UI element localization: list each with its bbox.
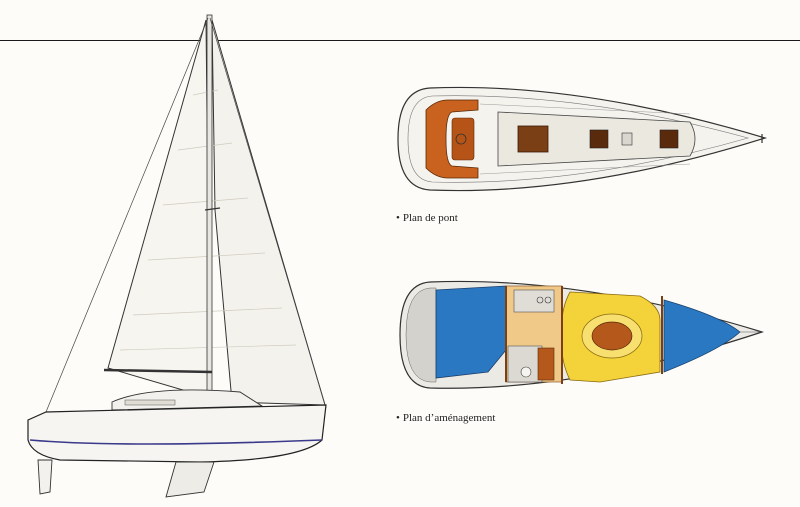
companionway-hatch — [517, 125, 549, 153]
forestay — [209, 17, 327, 409]
deck-plan-caption: •Plan de pont — [396, 212, 458, 224]
layout-plan-label: Plan d’aménagement — [402, 412, 496, 424]
hatch-1 — [589, 129, 609, 149]
top-rule — [0, 40, 800, 41]
keel — [165, 461, 215, 498]
hatch-2 — [621, 132, 633, 146]
spreader — [204, 207, 221, 211]
chart-table — [537, 347, 555, 381]
backstay — [45, 17, 209, 413]
sailboat-profile-illustration — [27, 14, 327, 498]
aft-cabin-berth — [435, 285, 507, 379]
cockpit-sole — [451, 117, 475, 161]
deck-plan-illustration — [397, 86, 768, 192]
mainsail — [107, 19, 211, 399]
hatch-3 — [659, 129, 679, 149]
steering-wheel — [455, 133, 467, 145]
galley — [513, 289, 555, 313]
boom — [103, 368, 213, 374]
deck-plan-label: Plan de pont — [402, 212, 458, 224]
cockpit-teak — [425, 99, 479, 179]
aft-locker — [405, 287, 437, 383]
hull-stripe — [29, 439, 323, 445]
layout-plan-caption: •Plan d’aménagement — [396, 412, 496, 424]
interior-layout-illustration — [399, 280, 764, 389]
mast — [206, 14, 213, 401]
forward-cabin-berth — [663, 299, 741, 373]
rudder — [37, 459, 53, 495]
hull — [27, 404, 327, 463]
sail-seams — [119, 89, 297, 351]
